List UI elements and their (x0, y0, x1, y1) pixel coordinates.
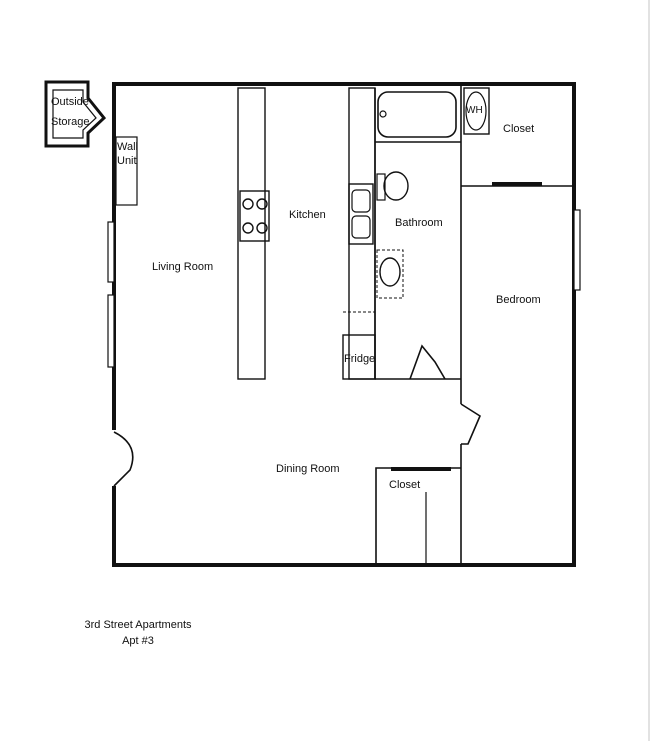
fridge-label: Fridge (344, 353, 375, 365)
sink-basin-icon (351, 215, 371, 239)
water-heater-label: WH (466, 105, 483, 116)
stove-burner-icon (256, 222, 268, 234)
dining-room-label: Dining Room (276, 463, 340, 475)
fridge-door-dashes (343, 311, 376, 335)
wall-unit (115, 136, 138, 206)
caption-title: 3rd Street Apartments (84, 619, 192, 631)
closet-bottom-label: Closet (389, 479, 420, 491)
living-window-lower (107, 294, 115, 368)
entry-door-swing (113, 431, 134, 487)
kitchen-sink (348, 183, 374, 245)
bedroom-label: Bedroom (496, 294, 541, 306)
closet-top-label: Closet (503, 123, 534, 135)
bathroom-door-swing (409, 344, 446, 380)
stove (239, 190, 270, 242)
outside-storage-inner (52, 89, 97, 139)
stove-burner-icon (242, 198, 254, 210)
apartment-outer-wall (112, 82, 576, 567)
bath-sink-icon (379, 257, 401, 287)
bathtub (377, 91, 457, 138)
water-heater (463, 87, 490, 135)
toilet-icon (383, 171, 409, 201)
page-edge-line (648, 0, 650, 741)
tub-drain-icon (379, 110, 387, 118)
outside-storage-label-1: Outside (51, 96, 89, 108)
bedroom-door-swing (460, 403, 482, 445)
vanity-outline (376, 249, 404, 299)
wall-unit-label-1: Wall (117, 141, 138, 153)
wall-unit-label-2: Unit (117, 155, 137, 167)
bathroom-label: Bathroom (395, 217, 443, 229)
living-room-label: Living Room (152, 261, 213, 273)
outside-storage-box (44, 80, 107, 148)
stove-burner-icon (256, 198, 268, 210)
toilet-tank-icon (376, 173, 386, 201)
outside-storage-label-2: Storage (51, 116, 90, 128)
bedroom-window (573, 209, 581, 291)
caption-apt: Apt #3 (122, 635, 154, 647)
sink-basin-icon (351, 189, 371, 213)
water-heater-tank-icon (465, 91, 487, 131)
kitchen-counter-left (237, 87, 266, 380)
stove-burner-icon (242, 222, 254, 234)
kitchen-label: Kitchen (289, 209, 326, 221)
living-window-upper (107, 221, 115, 283)
